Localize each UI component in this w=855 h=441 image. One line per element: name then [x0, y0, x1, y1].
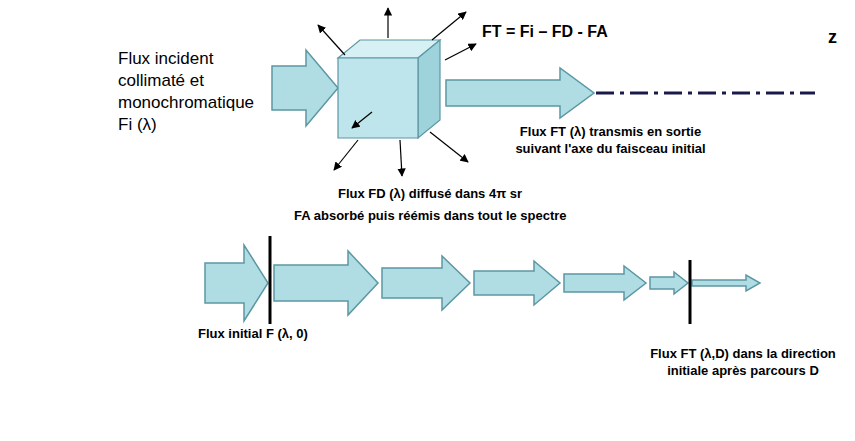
final-flux-label: Flux FT (λ,D) dans la direction initiale…: [648, 346, 838, 380]
incident-flux-label: Flux incident collimaté et monochromatiq…: [118, 48, 268, 136]
incident-beam: [272, 50, 338, 126]
beam-step: [382, 256, 470, 310]
scattered-ray: [352, 112, 372, 128]
cube-front: [338, 58, 418, 138]
scattered-flux-label: Flux FD (λ) diffusé dans 4π sr: [338, 186, 522, 203]
beam-axis: [596, 92, 815, 95]
initial-flux-label: Flux initial F (λ, 0): [198, 326, 308, 343]
beam-step: [205, 245, 268, 321]
entry-plane: [269, 236, 272, 324]
equation-label: FT = Fi – FD - FA: [482, 22, 608, 43]
scattered-ray: [334, 140, 358, 170]
axis-label: z: [828, 26, 837, 49]
cube-side: [418, 40, 440, 138]
scattered-ray: [400, 140, 402, 176]
beam-step: [474, 261, 560, 305]
beam-step: [274, 251, 378, 315]
absorbed-flux-label: FA absorbé puis réémis dans tout le spec…: [294, 208, 567, 225]
scattered-ray: [445, 44, 476, 60]
beam-step: [564, 266, 646, 300]
scattered-ray: [430, 132, 468, 162]
beam-step: [692, 275, 760, 291]
beam-step: [650, 272, 688, 294]
transmitted-beam: [446, 68, 594, 118]
attenuated-beams: [205, 245, 760, 321]
transmitted-flux-label: Flux FT (λ) transmis en sortie suivant l…: [503, 124, 718, 158]
scattered-ray: [387, 8, 388, 38]
scattered-ray: [432, 12, 466, 40]
exit-plane: [689, 260, 692, 324]
scattered-ray: [318, 25, 345, 55]
